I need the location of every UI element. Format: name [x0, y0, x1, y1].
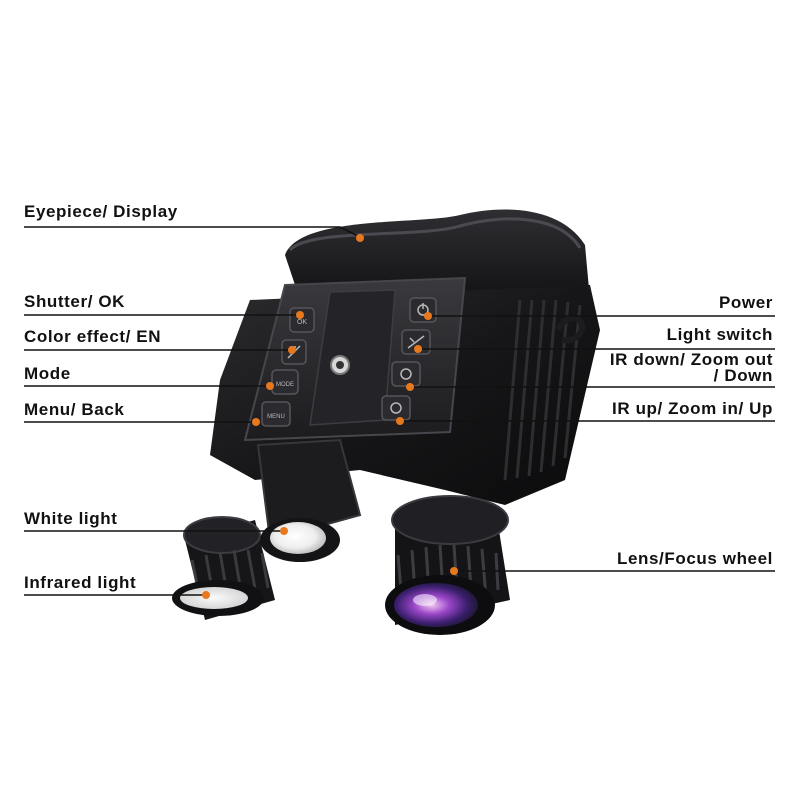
tripod-socket-hole	[336, 361, 344, 369]
mode-button-glyph: MODE	[276, 382, 294, 388]
callout-color-effect: Color effect/ EN	[24, 327, 162, 346]
dot-infrared	[202, 591, 210, 599]
mode-button[interactable]	[271, 369, 299, 395]
menu-button-glyph: MENU	[267, 414, 285, 420]
grip-ribs	[503, 299, 582, 481]
menu-button[interactable]	[261, 401, 291, 427]
callout-dots	[202, 234, 458, 599]
leader-lines	[24, 226, 775, 596]
shutter-button[interactable]	[289, 307, 315, 333]
white-light-housing	[256, 438, 362, 562]
eyepiece-rim	[288, 217, 582, 252]
minus-icon	[400, 368, 412, 380]
ir-up-button[interactable]	[381, 395, 411, 421]
callout-menu: Menu/ Back	[24, 400, 125, 419]
dot-white-light	[280, 527, 288, 535]
plus-icon	[390, 402, 402, 414]
dot-shutter	[296, 311, 304, 319]
power-button[interactable]	[409, 297, 437, 323]
dot-lens-focus	[450, 567, 458, 575]
eyepiece-hood	[285, 209, 590, 300]
dot-power	[424, 312, 432, 320]
dot-eyepiece	[356, 234, 364, 242]
lens-barrel	[385, 495, 510, 635]
leader-eyepiece	[24, 226, 361, 238]
callout-infrared-light: Infrared light	[24, 573, 137, 592]
dot-ir-down	[406, 383, 414, 391]
callout-power: Power	[718, 293, 773, 312]
dot-menu	[252, 418, 260, 426]
dot-mode	[266, 382, 274, 390]
callout-mode: Mode	[24, 364, 71, 383]
callout-ir-up: IR up/ Zoom in/ Up	[612, 399, 773, 418]
callout-eyepiece: Eyepiece/ Display	[24, 202, 178, 221]
dot-color-effect	[288, 346, 296, 354]
callout-ir-down-line1: IR down/ Zoom out	[609, 350, 773, 369]
callout-shutter: Shutter/ OK	[24, 292, 126, 311]
strap-lug	[555, 315, 586, 344]
dot-light-switch	[414, 345, 422, 353]
callout-ir-down: IR down/ Zoom out / Down	[609, 350, 773, 385]
callout-white-light: White light	[24, 509, 118, 528]
dot-ir-up	[396, 417, 404, 425]
ir-down-button[interactable]	[391, 361, 421, 387]
shutter-button-glyph: OK	[297, 319, 307, 326]
callout-light-switch: Light switch	[666, 325, 773, 344]
infrared-barrel	[172, 516, 275, 620]
callout-lens-focus: Lens/Focus wheel	[616, 549, 773, 568]
callout-ir-down-line2: / Down	[713, 366, 773, 385]
